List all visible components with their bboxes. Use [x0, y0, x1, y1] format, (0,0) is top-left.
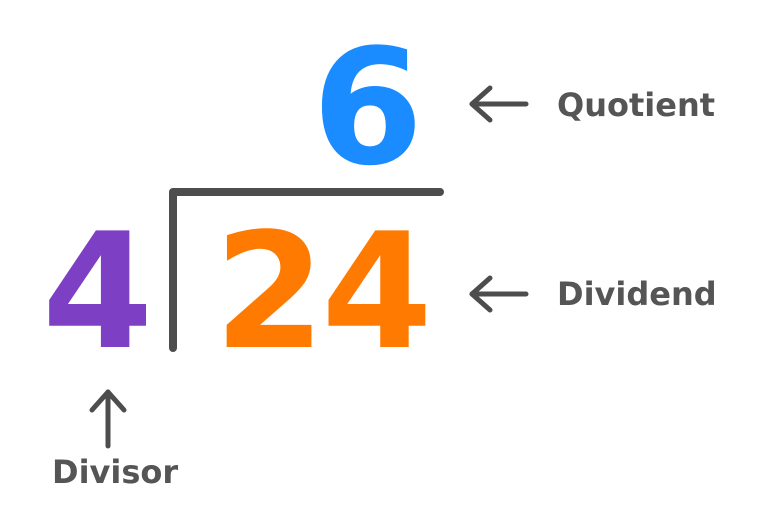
quotient-label: Quotient	[557, 86, 716, 124]
dividend-number: 24	[214, 198, 433, 385]
divisor-label: Divisor	[52, 453, 179, 491]
dividend-label: Dividend	[557, 275, 717, 313]
arrow-left-icon	[469, 85, 529, 123]
divisor-number: 4	[42, 198, 154, 385]
division-bracket-line	[169, 188, 444, 352]
arrow-left-icon	[469, 275, 529, 313]
division-bracket	[169, 188, 444, 352]
arrow-up-icon	[89, 389, 127, 449]
quotient-number: 6	[312, 14, 424, 201]
